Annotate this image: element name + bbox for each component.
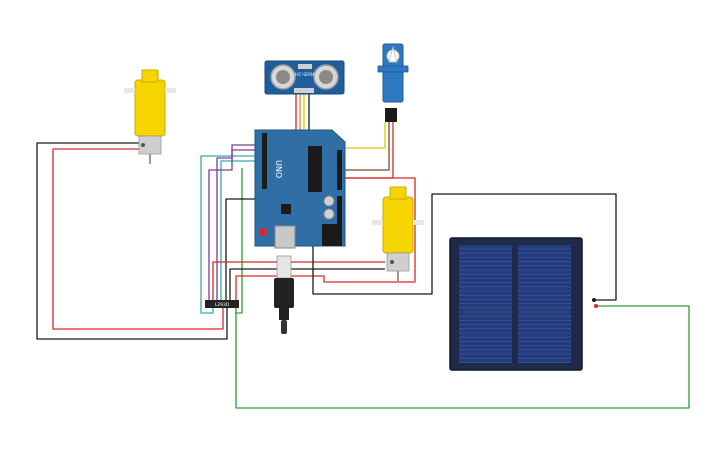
wire-brown-servo[interactable] xyxy=(336,122,390,171)
wire-purple-control-2[interactable] xyxy=(216,144,256,300)
digital-header xyxy=(262,133,267,189)
wire-teal-control-2[interactable] xyxy=(220,160,256,300)
solar-terminal-positive[interactable] xyxy=(594,304,598,308)
wire-green-solar[interactable] xyxy=(235,305,690,409)
arduino-uno[interactable]: UNO xyxy=(254,129,346,249)
ultrasonic-label: HC-SR04 xyxy=(295,72,315,78)
ultrasonic-sensor[interactable]: HC-SR04 xyxy=(264,60,345,95)
wires xyxy=(36,92,690,409)
wire-red-right-motor[interactable] xyxy=(212,261,385,300)
wire-black-right-motor[interactable] xyxy=(229,268,385,300)
solar-panel[interactable] xyxy=(449,237,598,371)
usb-port xyxy=(274,225,296,249)
servo-horn xyxy=(388,45,398,63)
power-jack xyxy=(322,224,342,246)
reset-button[interactable] xyxy=(259,228,267,236)
wire-black-left-motor[interactable] xyxy=(36,142,228,340)
usb-plug xyxy=(274,255,294,334)
wire-purple-control[interactable] xyxy=(208,149,256,300)
wire-green-driver[interactable] xyxy=(235,168,243,314)
gear-motor-left[interactable] xyxy=(124,69,176,164)
wire-black-solar[interactable] xyxy=(312,193,617,301)
motor-driver[interactable]: L293D xyxy=(205,300,239,308)
board-label: UNO xyxy=(274,160,283,178)
power-header xyxy=(337,150,342,190)
solar-cell-grid xyxy=(459,248,571,363)
wire-black-gnd-driver[interactable] xyxy=(225,198,256,300)
solar-terminal-negative[interactable] xyxy=(592,298,596,302)
wire-red-servo[interactable] xyxy=(339,122,394,179)
wire-red-left-motor[interactable] xyxy=(52,148,224,330)
atmega-chip xyxy=(308,146,322,192)
gear-motor-right[interactable] xyxy=(372,186,424,281)
wire-teal-control[interactable] xyxy=(200,155,256,314)
wire-red-power[interactable] xyxy=(235,177,416,300)
micro-servo[interactable] xyxy=(377,43,409,122)
motor-driver-label: L293D xyxy=(215,302,230,308)
analog-header xyxy=(337,196,342,234)
